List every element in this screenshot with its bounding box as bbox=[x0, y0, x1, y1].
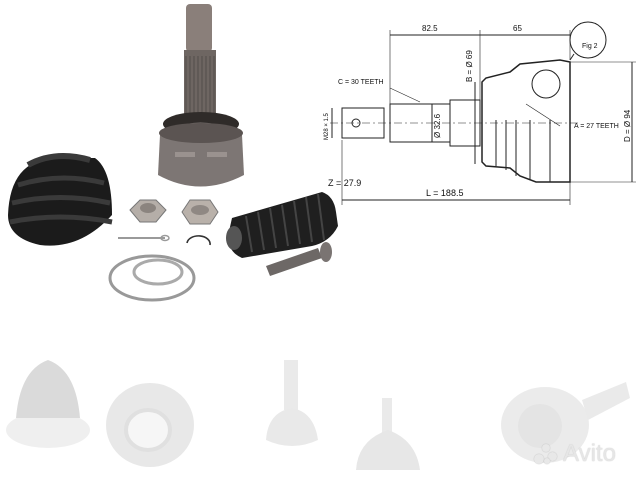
faded-parts-illustration bbox=[6, 360, 630, 470]
dim-shaft-length: 82.5 bbox=[422, 24, 438, 33]
avito-watermark: Avito bbox=[532, 440, 616, 468]
rubber-bellow bbox=[226, 192, 338, 258]
avito-logo-icon bbox=[532, 442, 560, 466]
cotter-pin bbox=[118, 234, 170, 242]
dim-z-value: Z = 27.9 bbox=[328, 178, 361, 188]
bolt bbox=[266, 242, 332, 276]
dim-shaft-diameter: Ø 32.6 bbox=[433, 113, 442, 138]
faded-boot bbox=[6, 360, 90, 448]
cv-joint bbox=[158, 4, 244, 187]
dim-total-length: L = 188.5 bbox=[426, 188, 463, 198]
dim-inner-spline: A = 27 TEETH bbox=[574, 123, 619, 130]
faded-joint-3 bbox=[501, 382, 630, 463]
dim-thread: M28 × 1.5 bbox=[324, 112, 330, 140]
faded-parts-strip bbox=[0, 330, 640, 480]
dim-body-diameter: D = Ø 94 bbox=[623, 109, 632, 142]
clamp-bands bbox=[108, 254, 196, 302]
dim-seal-diameter: B = Ø 69 bbox=[465, 50, 474, 82]
circlip bbox=[186, 235, 211, 246]
castle-nut bbox=[129, 199, 167, 223]
technical-drawing: 82.5 65 Fig 2 C = 30 TEETH M28 × 1.5 Ø 3… bbox=[320, 0, 640, 210]
avito-watermark-text: Avito bbox=[563, 440, 616, 467]
fig2-label: Fig 2 bbox=[582, 43, 598, 50]
faded-joint-2 bbox=[356, 398, 420, 470]
boot bbox=[8, 153, 113, 246]
lock-nut bbox=[181, 199, 219, 225]
faded-inner-joint bbox=[106, 383, 194, 467]
dimension-diagram: 82.5 65 Fig 2 C = 30 TEETH M28 × 1.5 Ø 3… bbox=[324, 21, 636, 205]
dim-body-length: 65 bbox=[513, 24, 522, 33]
ball-bearing-icon bbox=[531, 69, 561, 99]
cv-joint-kit-photo bbox=[0, 0, 340, 310]
dim-outer-spline: C = 30 TEETH bbox=[338, 79, 384, 86]
faded-joint-1 bbox=[266, 360, 318, 446]
kit-illustration bbox=[8, 4, 338, 302]
